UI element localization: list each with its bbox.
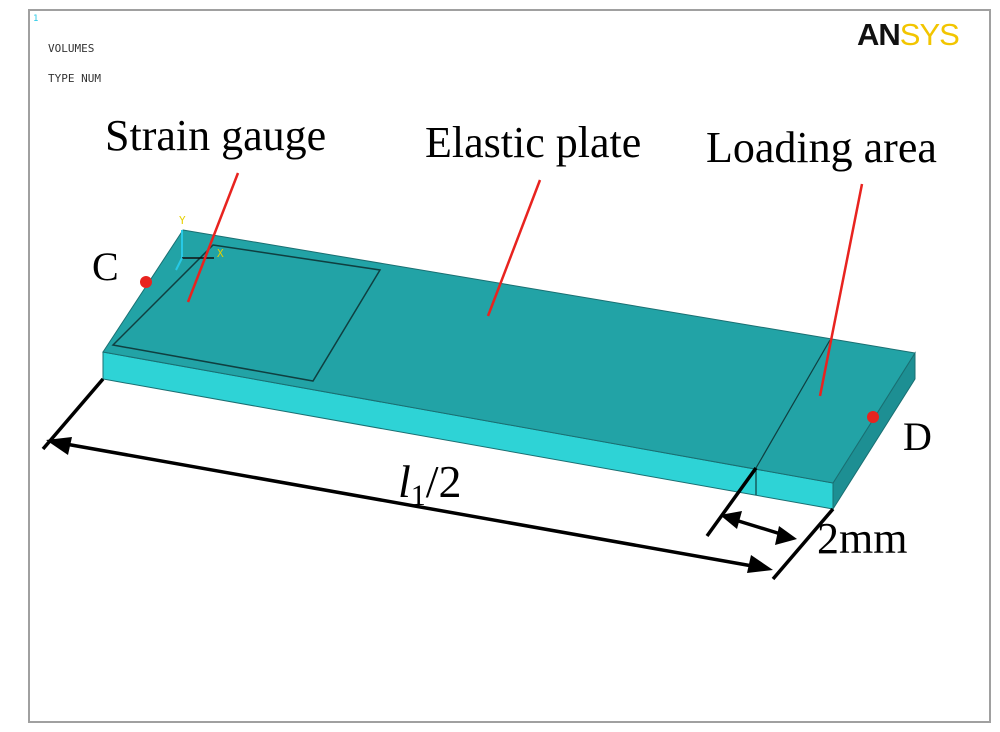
point-d-marker — [867, 411, 879, 423]
dimension-width-arrow-left — [720, 511, 742, 529]
dimension-width-arrow-right — [775, 526, 797, 545]
elastic-plate-model — [102, 229, 916, 511]
dimension-width-line — [731, 517, 785, 537]
dimension-width: 2mm — [705, 466, 907, 563]
dimension-length-arrow-right — [747, 555, 773, 573]
strain-gauge-rect — [111, 244, 382, 382]
axis-triad: Y X — [175, 214, 224, 271]
logo-part-sys: SYS — [900, 17, 959, 52]
plate-top-face — [102, 229, 916, 484]
axis-x-label: X — [217, 247, 224, 260]
label-point-d: D — [903, 414, 932, 459]
svg-text:ANSYS: ANSYS — [857, 17, 959, 52]
callout-elastic-plate — [486, 179, 542, 317]
label-dim-length: l1/2 — [398, 456, 462, 512]
window-number: 1 — [33, 14, 38, 24]
header-line-type-num: TYPE NUM — [48, 72, 101, 85]
label-loading-area: Loading area — [706, 123, 937, 172]
dimension-length-line — [59, 441, 759, 569]
logo-part-an: AN — [857, 17, 900, 52]
ansys-logo: ANSYS — [857, 17, 960, 52]
point-c-marker — [140, 276, 152, 288]
label-elastic-plate: Elastic plate — [425, 118, 641, 167]
dimension-length-arrow-left — [46, 437, 72, 455]
axis-y-label: Y — [179, 214, 186, 227]
loading-area-divider — [755, 339, 831, 469]
label-dim-width: 2mm — [817, 514, 907, 563]
header-line-volumes: VOLUMES — [48, 42, 94, 55]
callout-strain-gauge — [186, 172, 240, 303]
label-strain-gauge: Strain gauge — [105, 111, 326, 160]
dimension-length: l1/2 — [41, 377, 835, 581]
label-point-c: C — [92, 244, 119, 289]
callout-loading-area — [818, 183, 864, 397]
